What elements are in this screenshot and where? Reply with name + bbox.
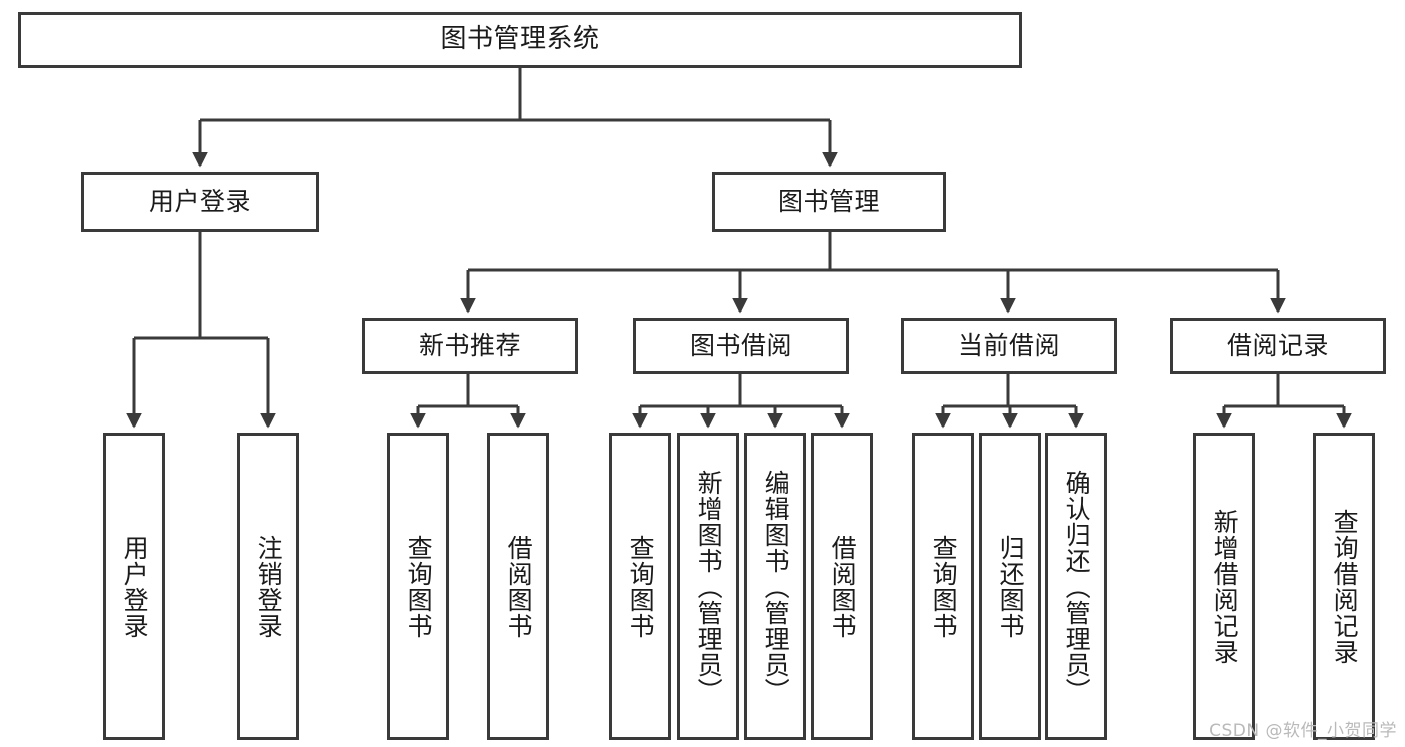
- node-leaf-borrow-book-b[interactable]: 借阅图书: [811, 433, 873, 740]
- node-current-borrow[interactable]: 当前借阅: [901, 318, 1117, 374]
- node-root-label: 图书管理系统: [440, 24, 600, 55]
- node-book-manage[interactable]: 图书管理: [712, 172, 946, 232]
- node-leaf-query-record[interactable]: 查询借阅记录: [1313, 433, 1375, 740]
- node-leaf-query-book-b[interactable]: 查询图书: [609, 433, 671, 740]
- node-leaf-return-book[interactable]: 归还图书: [979, 433, 1041, 740]
- node-leaf-confirm-return-label: 确认归还（管理员）: [1062, 469, 1092, 704]
- node-leaf-logout-label: 注销登录: [254, 534, 284, 639]
- node-leaf-user-login[interactable]: 用户登录: [103, 433, 165, 740]
- node-new-book-rec-label: 新书推荐: [418, 331, 521, 360]
- node-leaf-confirm-return[interactable]: 确认归还（管理员）: [1045, 433, 1107, 740]
- node-leaf-add-book[interactable]: 新增图书（管理员）: [677, 433, 739, 740]
- node-borrow-record[interactable]: 借阅记录: [1170, 318, 1386, 374]
- node-leaf-query-book-c-label: 查询图书: [929, 534, 959, 639]
- node-leaf-borrow-book-a[interactable]: 借阅图书: [487, 433, 549, 740]
- node-leaf-return-book-label: 归还图书: [996, 534, 1026, 639]
- node-leaf-user-login-label: 用户登录: [120, 534, 150, 639]
- node-leaf-query-book-a[interactable]: 查询图书: [387, 433, 449, 740]
- node-book-borrow-label: 图书借阅: [689, 331, 792, 360]
- node-root[interactable]: 图书管理系统: [18, 12, 1022, 68]
- node-user-login[interactable]: 用户登录: [81, 172, 319, 232]
- node-leaf-query-book-b-label: 查询图书: [626, 534, 656, 639]
- node-current-borrow-label: 当前借阅: [957, 331, 1060, 360]
- node-leaf-edit-book-label: 编辑图书（管理员）: [761, 469, 791, 704]
- csdn-watermark: CSDN @软件_小贺同学: [1209, 721, 1397, 741]
- node-new-book-rec[interactable]: 新书推荐: [362, 318, 578, 374]
- node-book-borrow[interactable]: 图书借阅: [633, 318, 849, 374]
- node-leaf-borrow-book-a-label: 借阅图书: [504, 534, 534, 639]
- node-user-login-label: 用户登录: [148, 187, 251, 216]
- node-leaf-logout[interactable]: 注销登录: [237, 433, 299, 740]
- node-book-manage-label: 图书管理: [777, 187, 880, 216]
- node-leaf-query-record-label: 查询借阅记录: [1330, 508, 1360, 665]
- node-borrow-record-label: 借阅记录: [1226, 331, 1329, 360]
- node-leaf-borrow-book-b-label: 借阅图书: [828, 534, 858, 639]
- node-leaf-query-book-c[interactable]: 查询图书: [912, 433, 974, 740]
- node-leaf-add-book-label: 新增图书（管理员）: [694, 469, 724, 704]
- node-leaf-edit-book[interactable]: 编辑图书（管理员）: [744, 433, 806, 740]
- node-leaf-add-record-label: 新增借阅记录: [1210, 508, 1240, 665]
- node-leaf-add-record[interactable]: 新增借阅记录: [1193, 433, 1255, 740]
- node-leaf-query-book-a-label: 查询图书: [404, 534, 434, 639]
